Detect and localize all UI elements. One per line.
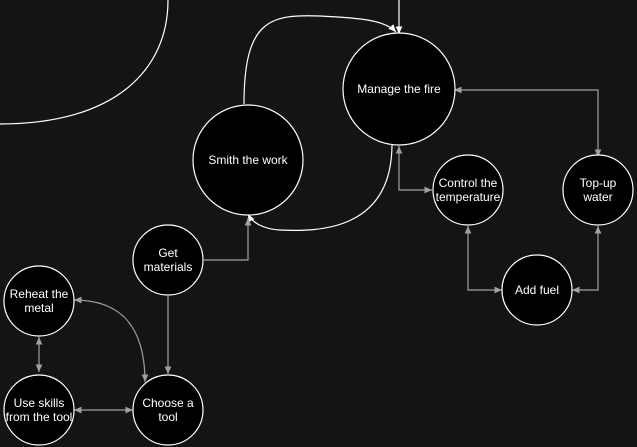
- node-label: temperature: [436, 190, 501, 204]
- node-label: Reheat the: [10, 287, 69, 301]
- node-circle[interactable]: [132, 224, 204, 296]
- edge-smith-to-manage-fire: [243, 15, 397, 105]
- edge-reheat-tool: [73, 296, 149, 383]
- edge-materials-to-smith: [204, 218, 252, 261]
- edge-control-addfuel: [464, 226, 502, 294]
- node-label: Top-up: [580, 176, 617, 190]
- node-circle[interactable]: [132, 374, 204, 446]
- node-label: Choose a: [142, 396, 194, 410]
- edge-topup-addfuel: [572, 226, 602, 294]
- node-circle[interactable]: [192, 104, 304, 216]
- node-label: tool: [158, 410, 177, 424]
- node-label: Smith the work: [208, 153, 288, 167]
- node-label: Get: [158, 246, 178, 260]
- node-smith-work[interactable]: Smith the work: [192, 104, 304, 216]
- edges: [35, 0, 602, 414]
- node-label: Add fuel: [515, 283, 559, 297]
- node-label: from the tool: [6, 410, 73, 424]
- node-label: materials: [144, 260, 193, 274]
- node-label: Control the: [439, 176, 498, 190]
- edge-manage-fire-to-smith: [247, 143, 393, 231]
- edge-manage-fire-topup: [454, 86, 602, 157]
- node-add-fuel[interactable]: Add fuel: [501, 254, 573, 326]
- node-label: Manage the fire: [357, 82, 441, 96]
- node-circle[interactable]: [3, 265, 75, 337]
- node-label: metal: [24, 301, 53, 315]
- decorative-arc: [0, 0, 169, 125]
- node-label: Use skills: [14, 396, 65, 410]
- node-circle[interactable]: [501, 254, 573, 326]
- node-circle[interactable]: [562, 154, 634, 226]
- node-manage-fire[interactable]: Manage the fire: [342, 32, 456, 146]
- node-circle[interactable]: [432, 154, 504, 226]
- node-label: water: [582, 190, 612, 204]
- node-circle[interactable]: [342, 32, 456, 146]
- edge-manage-fire-control: [395, 146, 432, 194]
- node-circle[interactable]: [3, 374, 75, 446]
